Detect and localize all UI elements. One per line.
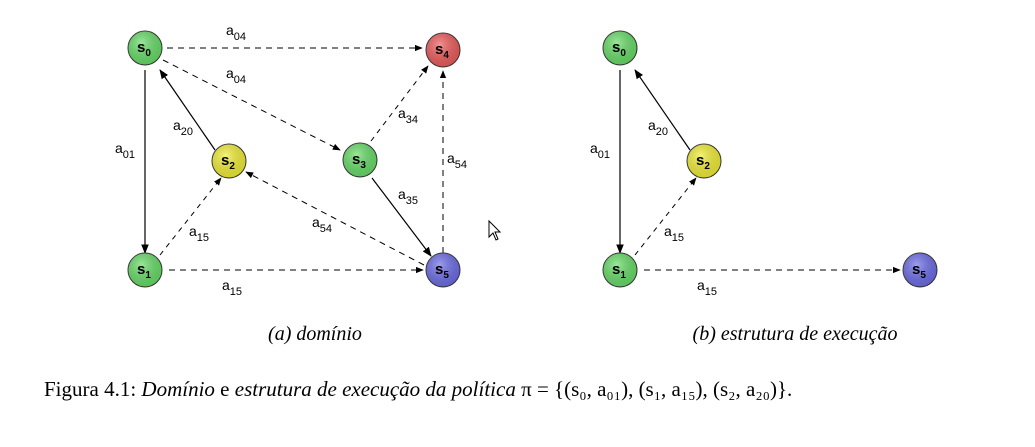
svg-text:s3: s3 [352,151,366,171]
label-a20: a20 [173,117,193,138]
node-s2: s2 [211,143,247,179]
svg-text:s1: s1 [612,261,626,281]
node-s5: s5 [425,252,461,288]
edge-a15-up [159,177,222,256]
label-a01: a01 [115,140,135,161]
edge-b-a15-up [634,177,697,256]
node-s1: s1 [127,252,163,288]
label-a54-vert: a54 [447,150,467,171]
label-a54-diag: a54 [312,214,332,235]
svg-text:s0: s0 [137,39,151,59]
edge-a20 [159,69,216,151]
edge-a34 [370,65,429,142]
node-b-s0: s0 [602,30,638,66]
label-a15-bottom: a15 [222,277,242,298]
svg-text:s1: s1 [137,261,151,281]
label-a15-up: a15 [189,223,209,244]
label-b-a01: a01 [590,140,610,161]
node-s0: s0 [127,30,163,66]
label-a04-top: a04 [226,22,246,43]
node-b-s1: s1 [602,252,638,288]
panel-domain: a04 a04 a01 a20 a15 a15 a34 a35 a54 a54 … [115,22,467,345]
svg-text:s5: s5 [912,261,926,281]
label-b-a15-bottom: a15 [697,277,717,298]
subcaption-a: (a) domínio [268,323,362,345]
node-b-s5: s5 [902,252,938,288]
label-a34: a34 [398,105,418,126]
label-a04-diag: a04 [226,65,246,86]
edge-a35 [371,177,432,257]
edge-a04-diag [162,59,341,151]
edge-b-a20 [634,69,691,151]
svg-text:s5: s5 [435,261,449,281]
svg-text:s4: s4 [435,41,449,61]
svg-text:s2: s2 [221,152,235,172]
label-a35: a35 [398,186,418,207]
panel-execution: a01 a20 a15 a15 s0 s1 s2 s5 (b) estrutur… [590,30,938,345]
label-b-a20: a20 [648,117,668,138]
node-b-s2: s2 [686,143,722,179]
label-b-a15-up: a15 [664,223,684,244]
svg-text:s0: s0 [612,39,626,59]
figure-caption: Figura 4.1: Domínio e estrutura de execu… [44,377,792,401]
mouse-cursor-icon [488,219,502,241]
edge-a54-diag [245,171,425,266]
node-s4: s4 [425,32,461,68]
svg-text:s2: s2 [696,152,710,172]
subcaption-b: (b) estrutura de execução [693,323,898,345]
node-s3: s3 [342,142,378,178]
